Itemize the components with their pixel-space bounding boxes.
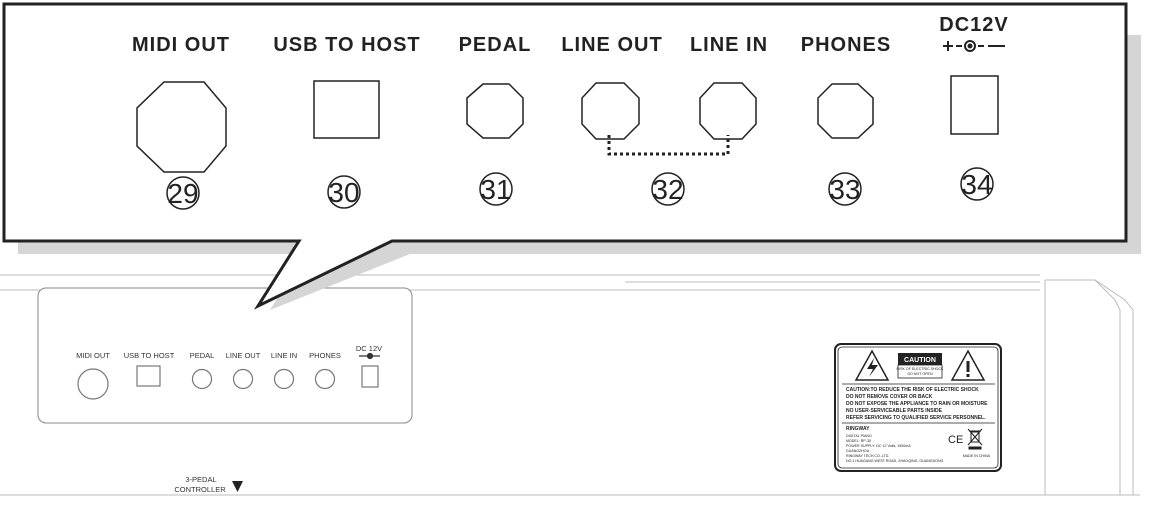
phones-label: PHONES	[801, 34, 891, 56]
usb-to-host-label: USB TO HOST	[273, 34, 420, 56]
jack-panel	[37, 287, 413, 424]
caution-line-5: REFER SERVICING TO QUALIFIED SERVICE PER…	[846, 415, 986, 421]
panel-midi-jack	[77, 368, 109, 400]
panel-label-usb: USB TO HOST	[124, 351, 175, 360]
callout-number-32: 32	[651, 172, 685, 206]
panel-label-line-in: LINE IN	[271, 351, 297, 360]
panel-pedal-jack	[191, 368, 213, 390]
callout-number-29: 29	[166, 176, 200, 210]
caution-line-1: CAUTION:TO REDUCE THE RISK OF ELECTRIC S…	[846, 387, 979, 393]
caution-info-1: DIGITAL PIANO	[846, 434, 872, 438]
phones-jack	[817, 83, 874, 139]
usb-to-host-port	[313, 80, 380, 139]
dc-polarity-icon	[943, 40, 1005, 52]
midi-out-jack	[136, 81, 227, 173]
line-in-label: LINE IN	[690, 34, 768, 56]
svg-text:31: 31	[480, 174, 511, 205]
callout-number-30: 30	[327, 175, 361, 209]
caution-info-3: POWER SUPPLY: DC 12 Volts, 1500mA	[846, 444, 911, 448]
pedal-controller-label-2: CONTROLLER	[174, 485, 226, 494]
svg-text:29: 29	[167, 178, 198, 209]
callout-number-33: 33	[828, 172, 862, 206]
caution-info-4: GUANGZHOU	[846, 449, 870, 453]
panel-label-phones: PHONES	[309, 351, 341, 360]
panel-label-dc: DC 12V	[356, 344, 382, 353]
callout-box	[2, 2, 1128, 310]
svg-text:33: 33	[829, 174, 860, 205]
pedal-jack	[466, 83, 524, 139]
svg-text:34: 34	[961, 169, 992, 200]
caution-made-in: MADE IN CHINA	[963, 454, 991, 458]
dc12v-label: DC12V	[939, 14, 1008, 36]
panel-dc-polarity-icon	[359, 352, 380, 360]
caution-line-4: NO USER-SERVICEABLE PARTS INSIDE	[846, 408, 943, 414]
midi-out-label: MIDI OUT	[132, 34, 230, 56]
caution-brand: RINGWAY	[846, 426, 870, 432]
panel-phones-jack	[314, 368, 336, 390]
svg-text:32: 32	[652, 174, 683, 205]
panel-label-midi-out: MIDI OUT	[76, 351, 110, 360]
caution-info-6: NO.1 HUAGANG WEST ROAD, ZHAOQING, GUANGD…	[846, 459, 944, 463]
caution-label: CAUTION RISK OF ELECTRIC SHOCK DO NOT OP…	[834, 343, 1002, 472]
panel-dc-port	[361, 365, 379, 388]
caution-subtitle-1: RISK OF ELECTRIC SHOCK	[897, 367, 945, 371]
panel-usb-port	[136, 365, 161, 387]
caution-title: CAUTION	[904, 357, 936, 364]
caution-info-5: RINGWAY TECH CO.,LTD.	[846, 454, 889, 458]
panel-line-out-jack	[232, 368, 254, 390]
panel-label-pedal: PEDAL	[190, 351, 215, 360]
line-group-bracket	[607, 135, 730, 156]
callout-number-31: 31	[479, 172, 513, 206]
line-out-jack	[581, 82, 640, 140]
svg-text:30: 30	[328, 177, 359, 208]
pedal-label: PEDAL	[459, 34, 532, 56]
line-out-label: LINE OUT	[561, 34, 662, 56]
dc12v-port	[950, 75, 999, 135]
weee-bin-icon	[967, 428, 983, 450]
caution-line-2: DO NOT REMOVE COVER OR BACK	[846, 394, 933, 400]
pedal-controller-arrow-icon	[232, 481, 243, 492]
caution-info-2: MODEL: RP-30	[846, 439, 871, 443]
pedal-controller-label-1: 3-PEDAL	[185, 475, 216, 484]
ce-mark-icon: CE	[948, 434, 963, 446]
caution-subtitle-2: DO NOT OPEN	[907, 372, 932, 376]
caution-line-3: DO NOT EXPOSE THE APPLIANCE TO RAIN OR M…	[846, 401, 988, 407]
panel-label-line-out: LINE OUT	[226, 351, 261, 360]
line-in-jack	[699, 82, 757, 140]
panel-line-in-jack	[273, 368, 295, 390]
callout-number-34: 34	[960, 167, 994, 201]
